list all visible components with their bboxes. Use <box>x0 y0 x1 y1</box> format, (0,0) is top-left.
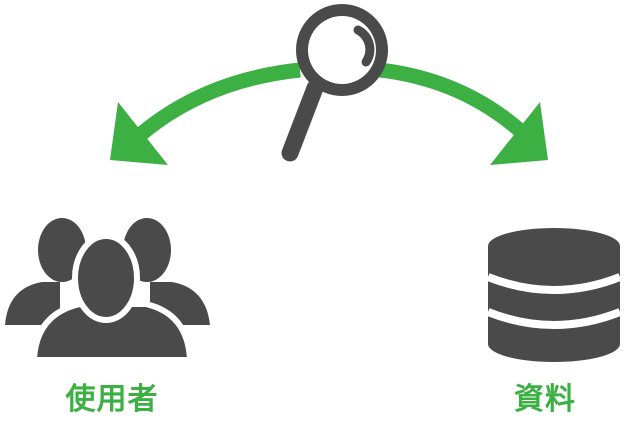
data-label: 資料 <box>514 382 576 417</box>
arrow-to-users <box>110 62 301 165</box>
database-icon <box>486 228 622 362</box>
magnifier-icon <box>281 4 388 162</box>
arrow-to-users-head <box>110 102 168 165</box>
user-front-figure <box>30 233 194 363</box>
arrow-to-data <box>379 62 548 165</box>
users-label: 使用者 <box>65 382 159 417</box>
arrow-to-data-shaft <box>379 62 531 141</box>
users-icon <box>5 218 210 363</box>
arrow-to-users-shaft <box>135 62 301 141</box>
arrow-to-data-head <box>490 102 548 165</box>
